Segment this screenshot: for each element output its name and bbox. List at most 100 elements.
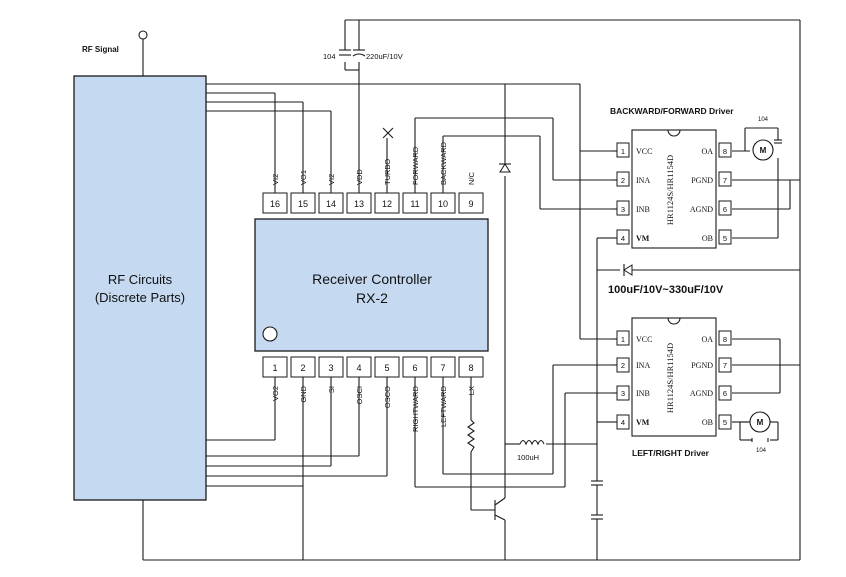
pin-number: 3	[621, 205, 625, 214]
pin-number: 14	[326, 199, 336, 209]
driver-bottom-title: LEFT/RIGHT Driver	[632, 448, 710, 458]
pin-number: 7	[723, 361, 727, 370]
pin-number: 1	[272, 363, 277, 373]
pin-number: 8	[468, 363, 473, 373]
receiver-controller-chip	[254, 218, 489, 352]
motor-label: M	[760, 146, 767, 155]
pin-number: 7	[723, 176, 727, 185]
pin-number: 1	[621, 147, 625, 156]
motor-label: M	[757, 418, 764, 427]
pin-number: 10	[438, 199, 448, 209]
diode-icon	[499, 163, 511, 173]
pin-number: 2	[300, 363, 305, 373]
pin-number: 5	[723, 234, 727, 243]
pin-number: 6	[412, 363, 417, 373]
pin-label: VCC	[636, 335, 652, 344]
resistor-icon	[467, 419, 475, 453]
pin-number: 6	[723, 389, 727, 398]
rf-circuits-block	[73, 75, 207, 501]
cap-label-220uf: 220uF/10V	[366, 52, 403, 61]
pin-number: 3	[328, 363, 333, 373]
motor-icon	[752, 139, 774, 161]
driver-bottom-part: HR1124S/HR1154D	[665, 343, 675, 413]
turbo-open-icon	[382, 127, 394, 193]
pin-label: PGND	[691, 176, 713, 185]
pin-label: VM	[636, 418, 650, 427]
capacitor-vm-bottom	[591, 480, 603, 523]
pin-label: INB	[636, 389, 650, 398]
pin-label: INB	[636, 205, 650, 214]
pin-box	[616, 171, 630, 187]
pin-label: OB	[702, 234, 713, 243]
rf-signal-label: RF Signal	[82, 45, 119, 54]
pin-box	[718, 200, 732, 216]
driver-top-part: HR1124S/HR1154D	[665, 155, 675, 225]
pin-label: AGND	[690, 205, 713, 214]
pin-box	[616, 200, 630, 216]
pin-number: 4	[356, 363, 361, 373]
pin-box	[718, 171, 732, 187]
receiver-title: Receiver Controller	[312, 271, 432, 287]
pin-number: 7	[440, 363, 445, 373]
driver-bottom: HR1124S/HR1154D 1 2 3 4 VCC INA INB VM 8…	[612, 317, 771, 458]
pin-label: OB	[702, 418, 713, 427]
pin-number: 8	[723, 335, 727, 344]
pin-label: N/C	[467, 172, 476, 186]
antenna-icon	[138, 30, 148, 76]
driver-top: BACKWARD/FORWARD Driver HR1124S/HR1154D …	[610, 106, 782, 249]
pin-number: 12	[382, 199, 392, 209]
rf-block-subtitle: (Discrete Parts)	[95, 290, 185, 305]
driver-notch-icon	[667, 129, 681, 137]
top-pin-row: 16 15 14 13 12 11 10 9 VI2 VO1 VI2 VDD T…	[262, 141, 484, 214]
bottom-pin-row: 1 2 3 4 5 6 7 8 VO2 GND SI OSCI OSCO RIG…	[262, 356, 484, 432]
pin-number: 11	[410, 199, 419, 209]
driver-top-chip	[631, 129, 717, 249]
pin-label: OA	[701, 335, 713, 344]
pin-number: 3	[621, 389, 625, 398]
pin-number: 8	[723, 147, 727, 156]
pin-label: PGND	[691, 361, 713, 370]
diode-horizontal-icon	[623, 264, 633, 276]
cap-label-104: 104	[323, 52, 336, 61]
pin-box	[718, 357, 732, 373]
rf-block-title: RF Circuits	[108, 272, 173, 287]
driver-notch-icon	[667, 317, 681, 325]
pin-box	[718, 142, 732, 158]
pin-box	[616, 142, 630, 158]
pin-box	[718, 385, 732, 401]
pin-number: 9	[468, 199, 473, 209]
pin-label: INA	[636, 176, 650, 185]
pin-box	[718, 330, 732, 346]
pin-label: INA	[636, 361, 650, 370]
transistor-icon	[494, 497, 506, 521]
pin-label: OA	[701, 147, 713, 156]
inductor-label: 100uH	[517, 453, 539, 462]
wiring	[142, 19, 801, 561]
pin-number: 5	[384, 363, 389, 373]
pin-number: 5	[723, 418, 727, 427]
pin-number: 15	[298, 199, 308, 209]
inductor-icon	[519, 439, 545, 446]
pin-number: 2	[621, 176, 625, 185]
capacitor-pair-top	[339, 49, 366, 57]
pin-number: 6	[723, 205, 727, 214]
bulk-cap-label: 100uF/10V~330uF/10V	[608, 284, 724, 296]
pin-label: VCC	[636, 147, 652, 156]
driver-bottom-chip	[631, 317, 717, 437]
motor-cap-label: 104	[756, 448, 767, 454]
pin-box	[616, 229, 630, 245]
pin-number: 4	[621, 418, 625, 427]
pin-number: 13	[354, 199, 364, 209]
receiver-subtitle: RX-2	[356, 290, 388, 306]
chip-notch-icon	[262, 326, 278, 342]
pin-box	[718, 414, 732, 430]
pin-number: 1	[621, 335, 625, 344]
pin-box	[616, 330, 630, 346]
pin-number: 4	[621, 234, 625, 243]
pin-label: AGND	[690, 389, 713, 398]
pin-number: 16	[270, 199, 280, 209]
pin-box	[458, 192, 484, 214]
motor-cap-label: 104	[758, 117, 769, 123]
motor-icon	[749, 411, 771, 433]
